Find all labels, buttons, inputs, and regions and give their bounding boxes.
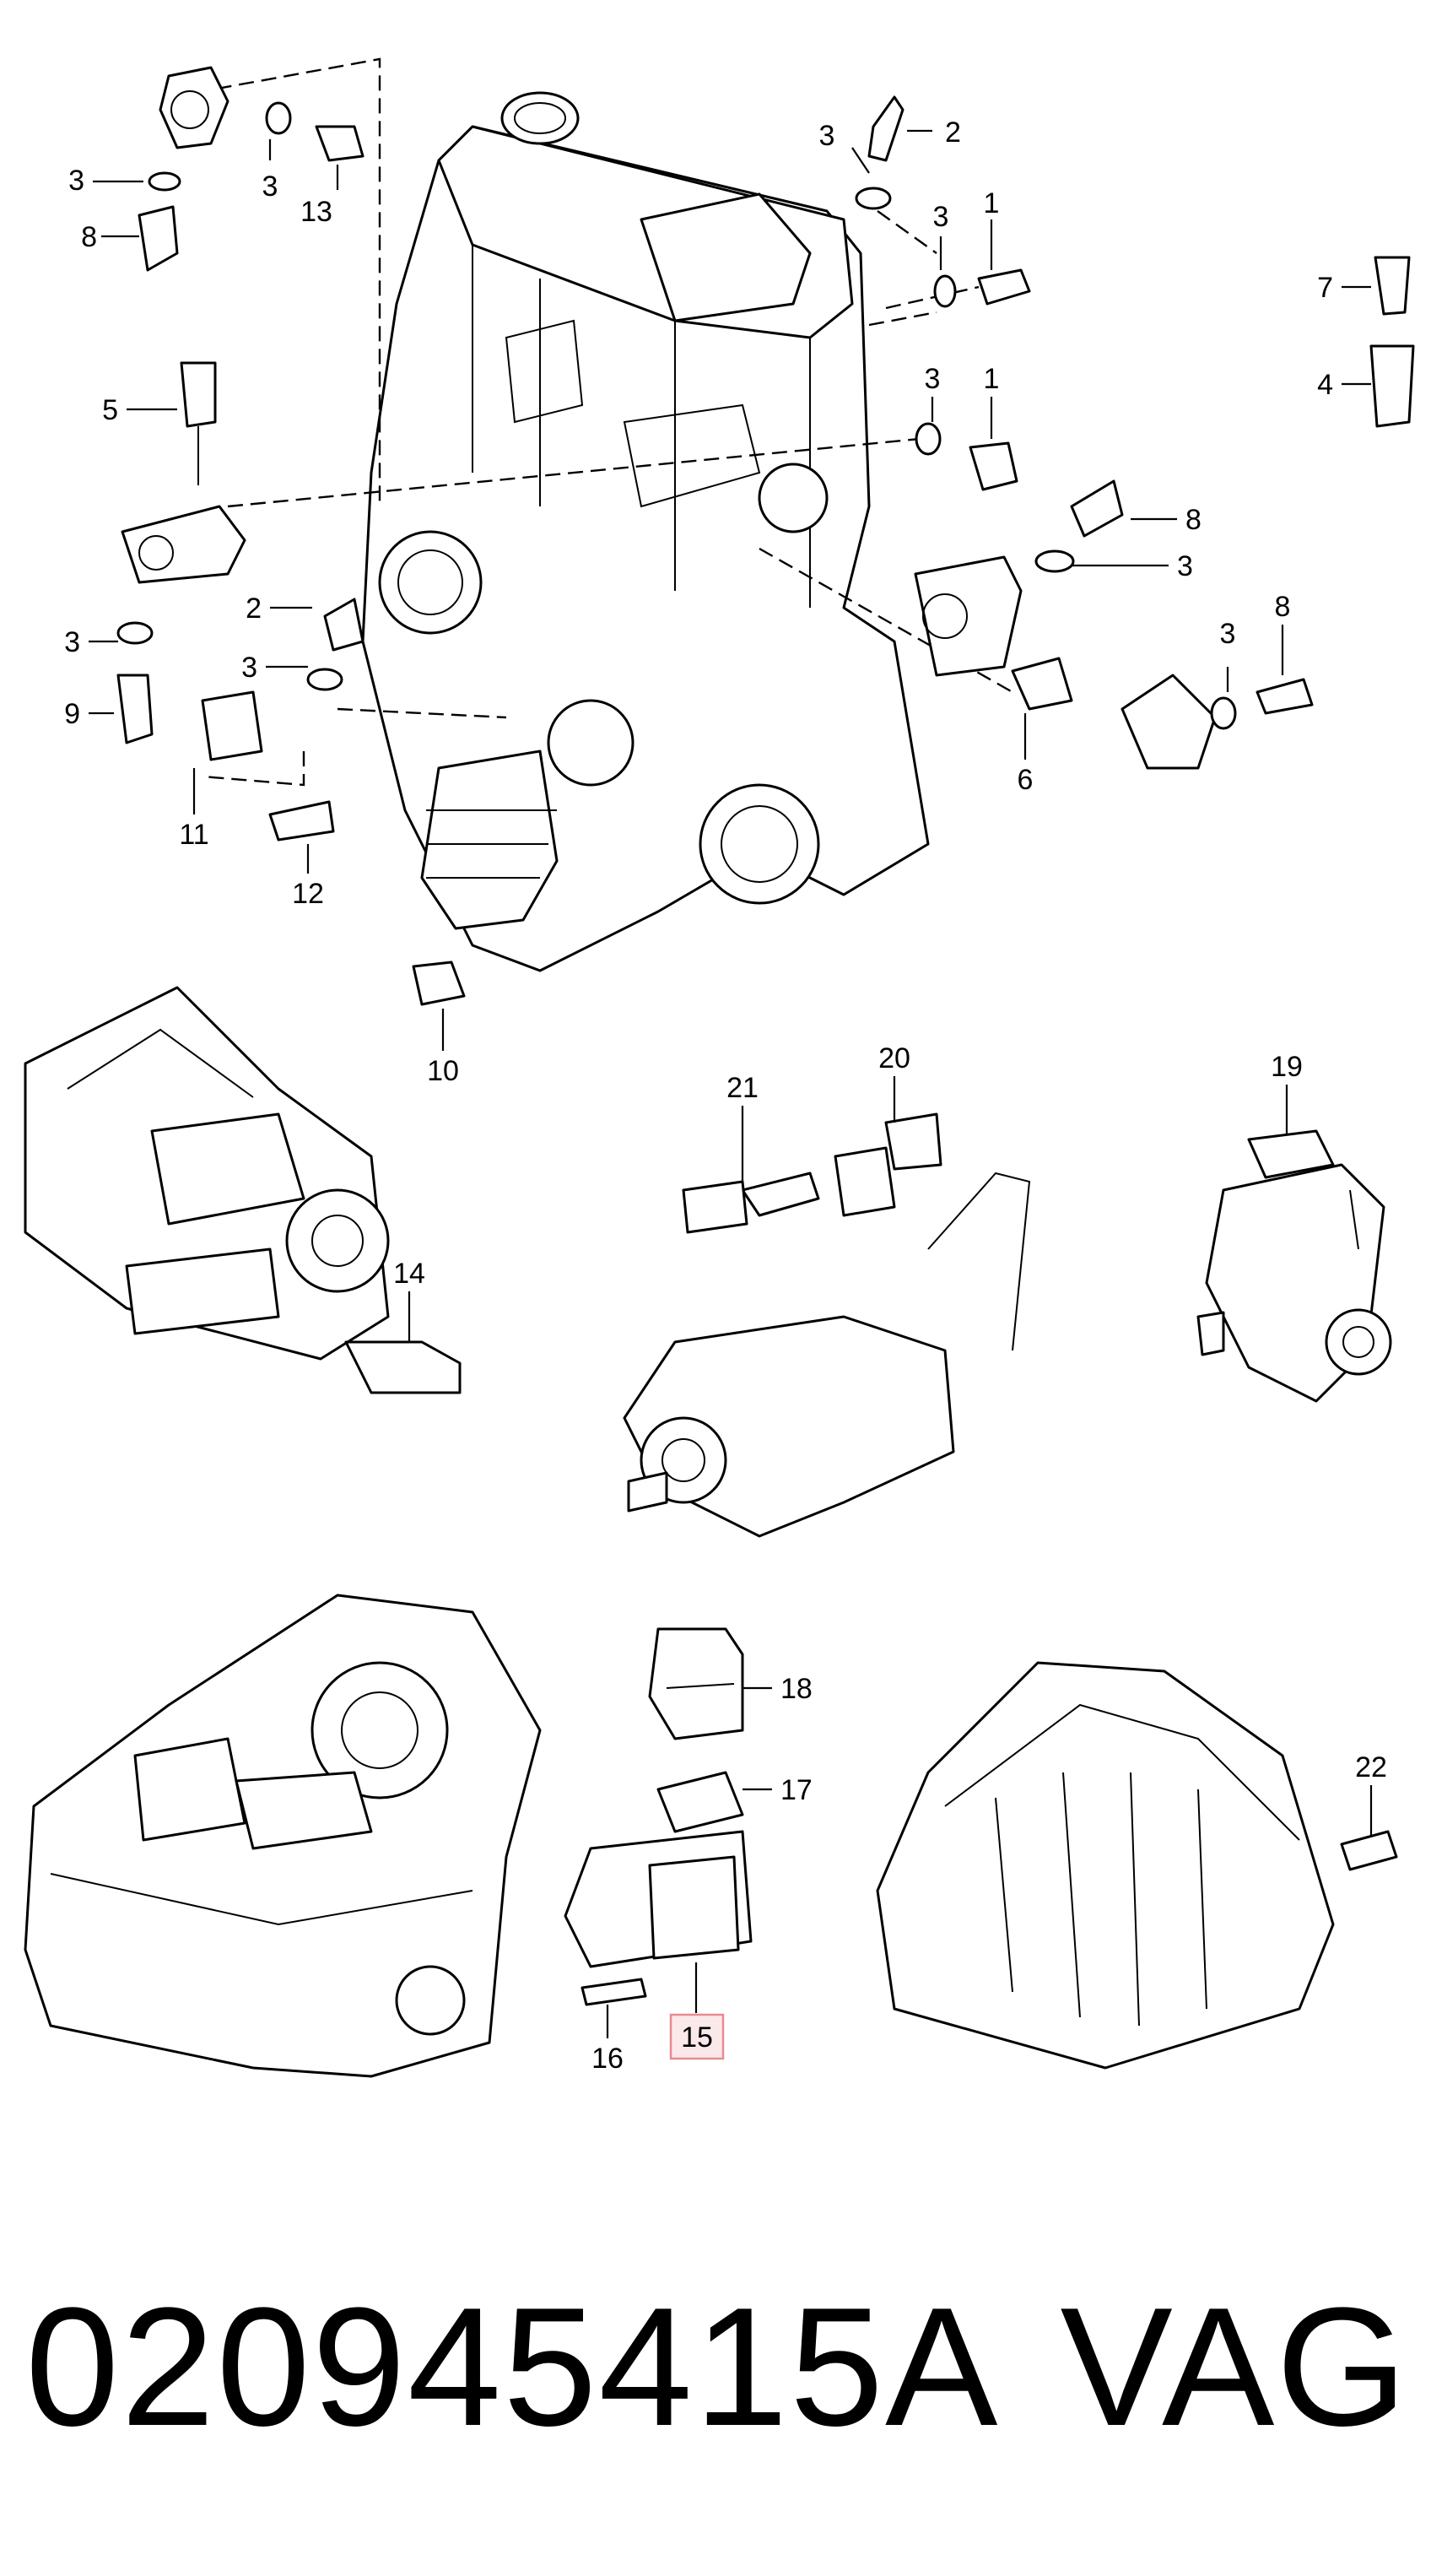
callout-14: 14 xyxy=(393,1258,425,1290)
gearbox-bottom xyxy=(24,1594,542,2078)
engine-block xyxy=(361,91,930,972)
callout-17: 17 xyxy=(780,1774,813,1806)
auto-transmission xyxy=(876,1661,1398,2070)
callout-3: 3 xyxy=(262,170,278,203)
callout-12: 12 xyxy=(292,878,324,910)
callout-15-highlight: 15 xyxy=(669,2013,725,2060)
callout-21: 21 xyxy=(726,1072,759,1104)
part-caption: 020945415A VAG xyxy=(25,2262,1409,2473)
sensor-parts xyxy=(116,66,1415,1006)
callout-10: 10 xyxy=(427,1055,459,1087)
callout-8: 8 xyxy=(1275,591,1291,623)
callout-labels: 3 8 3 13 3 2 3 1 3 1 7 4 5 8 3 3 8 6 2 3… xyxy=(64,116,1387,2075)
callout-16: 16 xyxy=(591,2043,624,2075)
callout-7: 7 xyxy=(1317,272,1333,304)
callout-3: 3 xyxy=(241,652,257,684)
callout-8: 8 xyxy=(81,221,97,253)
callout-1: 1 xyxy=(984,363,1000,395)
callout-3: 3 xyxy=(68,165,84,197)
callout-3: 3 xyxy=(1177,550,1193,582)
callout-11: 11 xyxy=(179,819,208,851)
callout-2: 2 xyxy=(246,593,262,625)
callout-1: 1 xyxy=(984,187,1000,219)
callout-3: 3 xyxy=(925,363,941,395)
distributor xyxy=(1196,1129,1392,1403)
part-number: 020945415A xyxy=(25,2273,1000,2461)
callout-5: 5 xyxy=(102,394,118,426)
gearbox-left xyxy=(24,986,462,1394)
callout-3: 3 xyxy=(64,626,80,658)
parts-diagram: 3 8 3 13 3 2 3 1 3 1 7 4 5 8 3 3 8 6 2 3… xyxy=(24,57,1415,2078)
brand-name: VAG xyxy=(1060,2273,1409,2461)
callout-9: 9 xyxy=(64,698,80,730)
callout-3: 3 xyxy=(933,201,949,233)
callout-4: 4 xyxy=(1317,369,1333,401)
callout-6: 6 xyxy=(1018,764,1034,796)
callout-22: 22 xyxy=(1355,1751,1387,1783)
callout-3: 3 xyxy=(819,120,835,152)
callout-2: 2 xyxy=(945,116,961,149)
callout-15: 15 xyxy=(681,2021,713,2054)
callout-3: 3 xyxy=(1220,618,1236,650)
callout-8: 8 xyxy=(1185,504,1202,536)
injection-pump xyxy=(623,1112,1031,1538)
callout-18: 18 xyxy=(780,1673,813,1705)
control-unit xyxy=(564,1627,753,2006)
assembly-lines xyxy=(193,57,1013,787)
leader-lines xyxy=(89,129,1373,2038)
callout-19: 19 xyxy=(1271,1051,1303,1083)
callout-13: 13 xyxy=(300,196,332,228)
callout-20: 20 xyxy=(878,1042,910,1074)
